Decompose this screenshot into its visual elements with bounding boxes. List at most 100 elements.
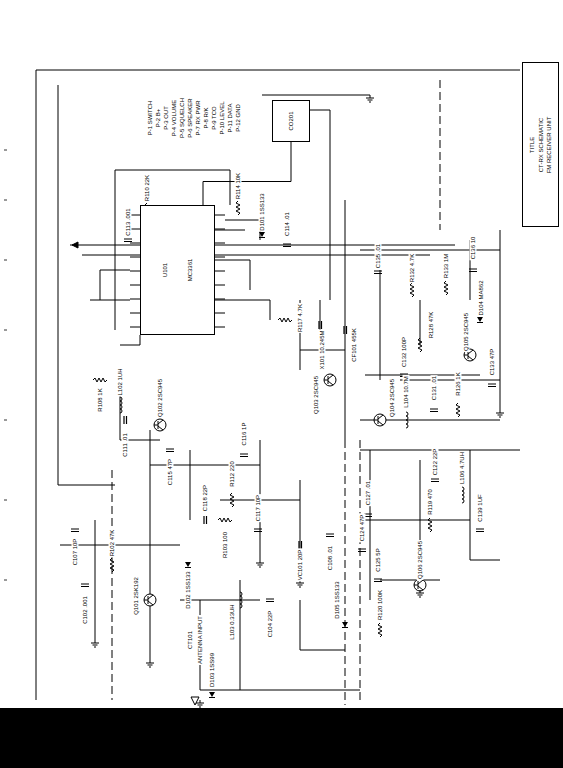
part-label: C108 .01 (327, 545, 334, 571)
ic-box: U101 MC3361 (140, 205, 215, 335)
part-label: C102 .001 (82, 595, 89, 625)
part-label: C118 22P (202, 484, 209, 512)
pin-name: P-6 SPEAKER (187, 97, 194, 138)
part-label: C115 47P (167, 458, 174, 486)
part-label: C139 1UF (477, 493, 484, 522)
part-label: C133 47P (489, 348, 496, 377)
part-label: D101 1SS133 (259, 192, 266, 231)
ic-pin (130, 327, 140, 328)
part-label: C131 .01 (431, 375, 438, 401)
part-label: Q102 2SC945 (157, 378, 164, 418)
part-label: L103 0.33UH (229, 603, 236, 640)
part-label: X101 10.245M (319, 329, 326, 370)
part-label: R132 4.7K (409, 253, 416, 283)
ic-pin (130, 299, 140, 300)
part-label: D103 1SS99 (209, 652, 216, 688)
part-label: C104 22P (267, 610, 274, 639)
pin-name: P-8 R/K (203, 106, 210, 129)
part-label: R102 47K (109, 529, 116, 558)
part-label: C111 .01 (122, 432, 129, 457)
part-label: C127 .01 (365, 480, 372, 506)
component-symbols (71, 95, 504, 707)
ic-pin (130, 257, 140, 258)
pin-name: P-3 OUT (163, 105, 170, 131)
part-label: R117 4.7K (297, 303, 304, 333)
part-label: C107 10P (72, 538, 79, 567)
module-box: CO201 (272, 100, 310, 142)
part-label: Q101 2SK192 (133, 576, 140, 616)
part-label: ANTENNA INPUT (197, 615, 204, 665)
ic-pin (215, 313, 225, 314)
pin-name: P-12 GND (235, 103, 242, 133)
part-label: C122 22P (432, 448, 439, 477)
ic-pin (215, 271, 225, 272)
pin-name: P-9 TCO (211, 105, 218, 131)
part-label: Q103 2SC945 (313, 375, 320, 415)
part-label: L104 10.7M (403, 375, 410, 409)
part-label: C116 1P (241, 422, 248, 447)
part-label: L106 4.7UH (459, 451, 466, 485)
ic-pin (215, 229, 225, 230)
part-label: CT101 (187, 630, 194, 650)
part-label: C135 .01 (375, 243, 382, 269)
frame (4, 70, 520, 700)
pin-name: P-11 DATA (227, 102, 234, 133)
part-label: C113 .001 (125, 207, 132, 236)
part-label: L102 1UH (117, 367, 124, 396)
pin-name: P-5 SQUELCH (179, 97, 186, 139)
ic-pin (130, 229, 140, 230)
part-label: C124 47P (359, 514, 366, 543)
part-label: D104 MA862 (478, 279, 485, 316)
part-label: R103 100 (222, 531, 229, 559)
ic-pin (215, 299, 225, 300)
part-label: R110 22K (144, 174, 151, 202)
part-label: C136 10 (470, 236, 477, 261)
ic-pin (130, 271, 140, 272)
part-label: Q105 2SC945 (463, 312, 470, 352)
pin-name: P-4 VOLUME (171, 99, 178, 137)
part-label: R108 1K (97, 387, 104, 412)
part-label: Q104 2SC945 (389, 378, 396, 418)
node-text: CO201 (288, 111, 295, 130)
part-label: C132 100P (401, 336, 408, 368)
ic-pin (130, 215, 140, 216)
dashed-lines (112, 80, 440, 705)
ic-pin (130, 313, 140, 314)
node-text: U101 (162, 263, 169, 277)
node-text: TITLE (528, 136, 535, 152)
part-label: C117 10P (255, 494, 262, 522)
node-text: MC3361 (186, 259, 193, 282)
pin-name: P-10 LEVEL (219, 100, 226, 135)
ic-pin (215, 215, 225, 216)
wire-connector (203, 142, 291, 205)
ic-pin (215, 243, 225, 244)
scan-band (0, 708, 563, 768)
part-label: VC101 20P (297, 549, 304, 582)
part-label: D105 1SS133 (334, 580, 341, 619)
wires (58, 85, 520, 690)
ic-pin (130, 285, 140, 286)
part-label: R120 100K (377, 589, 384, 621)
pin-name: P-7 RX PWR (195, 99, 202, 136)
part-label: R114 10K (235, 172, 242, 200)
part-label: D102 1SS133 (185, 570, 192, 609)
ic-pin (215, 285, 225, 286)
node-text: CT-RX SCHEMATIC (537, 117, 544, 172)
part-label: CF101 455K (351, 327, 358, 363)
title-block: TITLECT-RX SCHEMATICFM RECEIVER UNIT (522, 62, 559, 227)
part-label: R119 470 (427, 488, 434, 516)
part-label: Q106 2SC945 (417, 540, 424, 580)
node-text: FM RECEIVER UNIT (546, 116, 553, 173)
part-label: C114 .01 (284, 211, 291, 237)
ic-pin (130, 243, 140, 244)
part-label: R126 1K (455, 371, 462, 396)
part-label: R112 220 (229, 460, 236, 488)
part-label: R128 47K (428, 311, 435, 340)
pin-name: P-1 SWITCH (147, 100, 154, 137)
ic-pin (215, 257, 225, 258)
part-label: C125 5P (375, 547, 382, 572)
pin-name: P-2 B+ (155, 108, 162, 129)
ic-pin (215, 327, 225, 328)
part-label: R133 1M (443, 253, 450, 279)
